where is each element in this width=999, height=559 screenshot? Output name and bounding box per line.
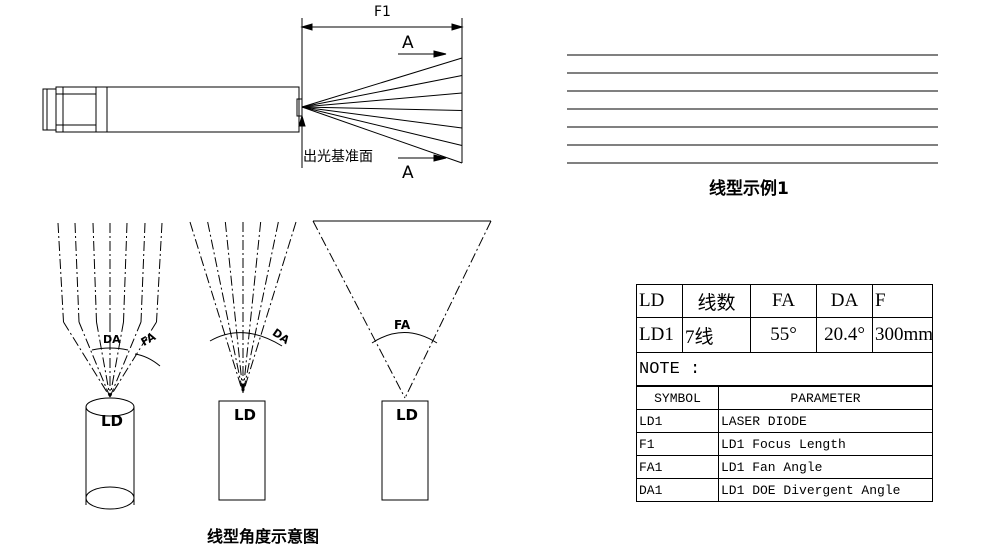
angle-diagram-left — [57, 222, 163, 510]
angle-diagram-middle — [189, 221, 297, 501]
spec-value-row: LD1 7线 55° 20.4° 300mm — [636, 317, 933, 353]
middle-beam — [242, 221, 262, 394]
value-da: 20.4° — [816, 317, 873, 353]
param-symbol: FA1 — [636, 455, 719, 479]
fan-beam-line — [301, 106, 463, 146]
angle-diagram-right — [312, 220, 492, 501]
left-beam-upper — [74, 222, 80, 323]
param-row: F1 LD1 Focus Length — [636, 432, 933, 456]
left-da-label: DA — [103, 333, 121, 346]
right-fa-label: FA — [394, 318, 411, 332]
parameter-header: PARAMETER — [718, 386, 933, 410]
reference-plane-arrow — [298, 114, 306, 168]
section-a-bottom-label: A — [402, 163, 414, 183]
right-ld-label: LD — [396, 406, 419, 424]
left-beam-lower — [109, 321, 124, 398]
fan-beam-line — [301, 57, 463, 108]
value-fa: 55° — [750, 317, 817, 353]
laser-module-body — [42, 86, 303, 133]
left-beam-upper — [92, 222, 97, 323]
line-example-lines — [567, 54, 938, 164]
header-da: DA — [816, 284, 873, 318]
param-description: LASER DIODE — [718, 409, 933, 433]
param-description: LD1 DOE Divergent Angle — [718, 478, 933, 502]
param-description: LD1 Fan Angle — [718, 455, 933, 479]
note-row: NOTE : — [636, 352, 933, 386]
header-ld: LD — [636, 284, 683, 318]
f1-label: F1 — [374, 4, 391, 20]
param-symbol: DA1 — [636, 478, 719, 502]
header-f: F — [872, 284, 933, 318]
middle-beam — [242, 221, 297, 394]
angle-diagram-caption: 线型角度示意图 — [207, 527, 320, 546]
header-line-count: 线数 — [682, 284, 751, 318]
left-beam-lower — [109, 321, 157, 398]
value-f: 300mm — [872, 317, 933, 353]
param-symbol: LD1 — [636, 409, 719, 433]
fan-beam-line — [301, 92, 463, 108]
symbol-header: SYMBOL — [636, 386, 719, 410]
value-ld: LD1 — [636, 317, 683, 353]
middle-beam — [207, 221, 244, 394]
header-fa: FA — [750, 284, 817, 318]
fan-beam-line — [301, 106, 463, 164]
fan-beam-line — [301, 106, 463, 111]
spec-table: LD 线数 FA DA F LD1 7线 55° 20.4° 300mm NOT… — [636, 284, 933, 502]
middle-beam — [224, 221, 244, 394]
left-beam-lower — [109, 321, 142, 398]
param-description: LD1 Focus Length — [718, 432, 933, 456]
param-symbol: F1 — [636, 432, 719, 456]
left-beam-upper — [57, 222, 64, 323]
left-beam-lower — [63, 321, 111, 398]
left-beam-lower — [78, 321, 111, 398]
left-ld-label: LD — [101, 412, 124, 430]
param-header-row: SYMBOL PARAMETER — [636, 386, 933, 410]
line-example-caption: 线型示例1 — [709, 179, 789, 199]
middle-beam — [242, 221, 279, 394]
reference-plane-label: 出光基准面 — [303, 149, 373, 165]
fan-beam-line — [301, 75, 463, 108]
dimension-f1 — [300, 18, 464, 120]
param-row: FA1 LD1 Fan Angle — [636, 455, 933, 479]
param-row: LD1 LASER DIODE — [636, 409, 933, 433]
note-label: NOTE : — [636, 352, 933, 386]
value-line-count: 7线 — [682, 317, 751, 353]
section-a-top-label: A — [402, 33, 414, 53]
fan-beam-line — [301, 106, 463, 129]
param-row: DA1 LD1 DOE Divergent Angle — [636, 478, 933, 502]
laser-fan-lines — [301, 57, 463, 164]
middle-ld-label: LD — [234, 406, 257, 424]
section-arrow-bottom — [398, 154, 447, 162]
left-beam-upper — [156, 222, 163, 323]
spec-header-row: LD 线数 FA DA F — [636, 284, 933, 318]
left-beam-upper — [140, 222, 146, 323]
middle-beam — [189, 221, 244, 394]
section-arrow-top — [398, 50, 447, 58]
left-beam-upper — [123, 222, 128, 323]
left-beam-lower — [96, 321, 111, 398]
